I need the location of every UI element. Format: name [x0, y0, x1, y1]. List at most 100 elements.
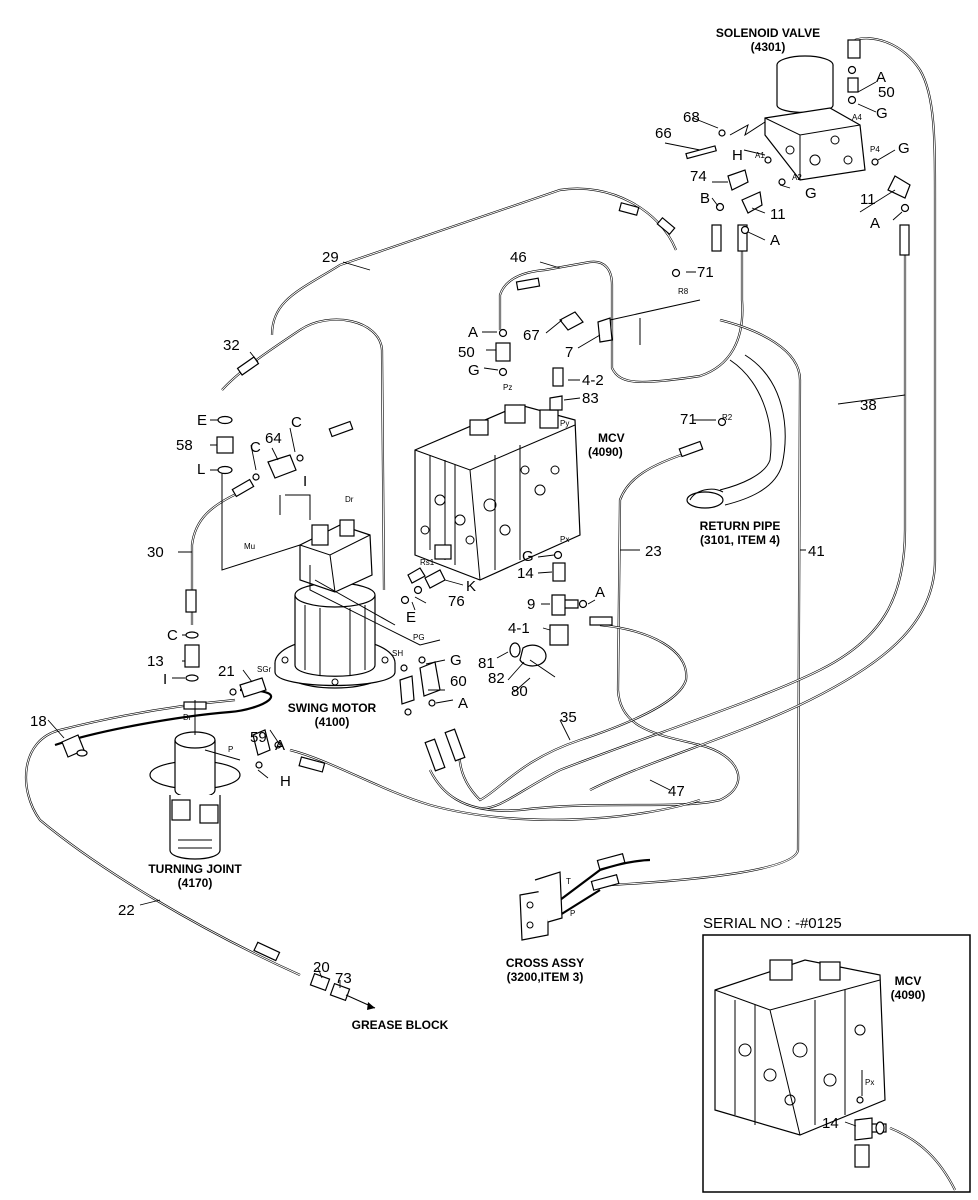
callout-14: 14	[517, 565, 534, 582]
callout-59: 59	[250, 729, 267, 746]
callout-74: 74	[690, 168, 707, 185]
letter-c-left: C	[250, 439, 261, 456]
port-a2: A2	[792, 173, 802, 182]
cross-assy-body	[519, 871, 563, 941]
callout-35: 35	[560, 709, 577, 726]
letter-g-sol-top: G	[876, 105, 888, 122]
callout-58: 58	[176, 437, 193, 454]
mcv-code: (4090)	[588, 445, 623, 459]
leader-lines	[47, 81, 906, 988]
port-pg: PG	[413, 633, 425, 642]
return-pipe-elbow	[686, 488, 724, 509]
callout-82: 82	[488, 670, 505, 687]
callout-23: 23	[645, 543, 662, 560]
cross-assy-name: CROSS ASSY	[506, 956, 584, 970]
turning-joint-code: (4170)	[178, 876, 213, 890]
callout-47: 47	[668, 783, 685, 800]
port-dr-motor: Dr	[345, 495, 354, 504]
solenoid-valve-assembly	[685, 39, 911, 235]
callout-11a: 11	[770, 206, 786, 223]
callout-21: 21	[218, 663, 235, 680]
port-r8: R8	[678, 287, 689, 296]
callout-81: 81	[478, 655, 495, 672]
port-sgr: SGr	[257, 665, 272, 674]
letter-g-sol-mid: G	[805, 185, 817, 202]
swing-motor	[221, 470, 441, 769]
letter-g-sol-right: G	[898, 140, 910, 157]
port-p-joint: P	[228, 745, 233, 754]
letter-a-mcv-top: A	[468, 324, 478, 341]
callout-73: 73	[335, 970, 352, 987]
letter-e-left: E	[197, 412, 207, 429]
callout-29: 29	[322, 249, 339, 266]
letter-l-left: L	[197, 461, 205, 478]
callout-38: 38	[860, 397, 877, 414]
swing-motor-name: SWING MOTOR	[288, 701, 377, 715]
solenoid-valve-name: SOLENOID VALVE	[716, 26, 820, 40]
port-dr-joint: Dr	[183, 713, 192, 722]
hose-fittings	[183, 202, 910, 962]
callout-71b: 71	[680, 411, 697, 428]
mcv-name: MCV	[598, 431, 625, 445]
callout-30: 30	[147, 544, 164, 561]
turning-joint-name: TURNING JOINT	[148, 862, 242, 876]
serial-inset: SERIAL NO : -#0125 MCV (4090) Px 14	[702, 915, 971, 1193]
inset-port-px: Px	[865, 1078, 874, 1087]
letter-a-sol-mid: A	[770, 232, 780, 249]
return-pipe-tube	[719, 354, 786, 506]
inset-callout-14: 14	[822, 1115, 839, 1132]
solenoid-valve-code: (4301)	[751, 40, 786, 54]
callout-9: 9	[527, 596, 535, 613]
letter-a-sol-right: A	[870, 215, 880, 232]
callout-60: 60	[450, 673, 467, 690]
inset-mcv-name: MCV	[895, 974, 922, 988]
callout-18: 18	[30, 713, 47, 730]
part-callouts: 4-1 4-2 7 9 11 11 13 14 18 20 21 22 23 2…	[30, 84, 895, 987]
callout-50b: 50	[878, 84, 895, 101]
port-r2: R2	[722, 413, 733, 422]
callout-20: 20	[313, 959, 330, 976]
letter-g-mcv-top: G	[468, 362, 480, 379]
port-p4: P4	[870, 145, 880, 154]
callout-13: 13	[147, 653, 164, 670]
mcv-block	[414, 404, 581, 581]
letter-c-low: C	[167, 627, 178, 644]
grease-block-fittings	[309, 972, 376, 1010]
callout-4-2: 4-2	[582, 372, 604, 389]
port-sh: SH	[392, 649, 403, 658]
component-captions: SOLENOID VALVE (4301) MCV (4090) RETURN …	[148, 26, 820, 1032]
hose-clamp	[61, 734, 88, 758]
letter-a-motor: A	[458, 695, 468, 712]
callout-50a: 50	[458, 344, 475, 361]
callout-41: 41	[808, 543, 825, 560]
hose-41	[609, 318, 802, 887]
callout-32: 32	[223, 337, 240, 354]
grease-block-name: GREASE BLOCK	[352, 1018, 449, 1032]
callout-80: 80	[511, 683, 528, 700]
callout-67: 67	[523, 327, 540, 344]
letter-k-mcv: K	[466, 578, 476, 595]
callout-83: 83	[582, 390, 599, 407]
letter-a-mcv-px: A	[595, 584, 605, 601]
port-rs1: Rs1	[420, 558, 435, 567]
callout-64: 64	[265, 430, 282, 447]
return-pipe-code: (3101, ITEM 4)	[700, 533, 780, 547]
inset-mcv-code: (4090)	[891, 988, 926, 1002]
hose-30	[190, 488, 246, 625]
callout-11b: 11	[860, 191, 876, 208]
letter-h-low: H	[280, 773, 291, 790]
port-p-cross: P	[570, 909, 575, 918]
callout-4-1: 4-1	[508, 620, 530, 637]
turning-joint	[149, 700, 241, 860]
letter-g-motor: G	[450, 652, 462, 669]
callout-76: 76	[448, 593, 465, 610]
callout-7: 7	[565, 344, 573, 361]
port-py: Py	[560, 419, 569, 428]
callout-22: 22	[118, 902, 135, 919]
letter-i-low: I	[163, 671, 167, 688]
callout-66: 66	[655, 125, 672, 142]
port-pz: Pz	[503, 383, 512, 392]
letter-callouts: A G G H G B A A A G G A K E E C C L I C …	[163, 69, 910, 790]
port-a4: A4	[852, 113, 862, 122]
letter-a-59: A	[275, 737, 285, 754]
